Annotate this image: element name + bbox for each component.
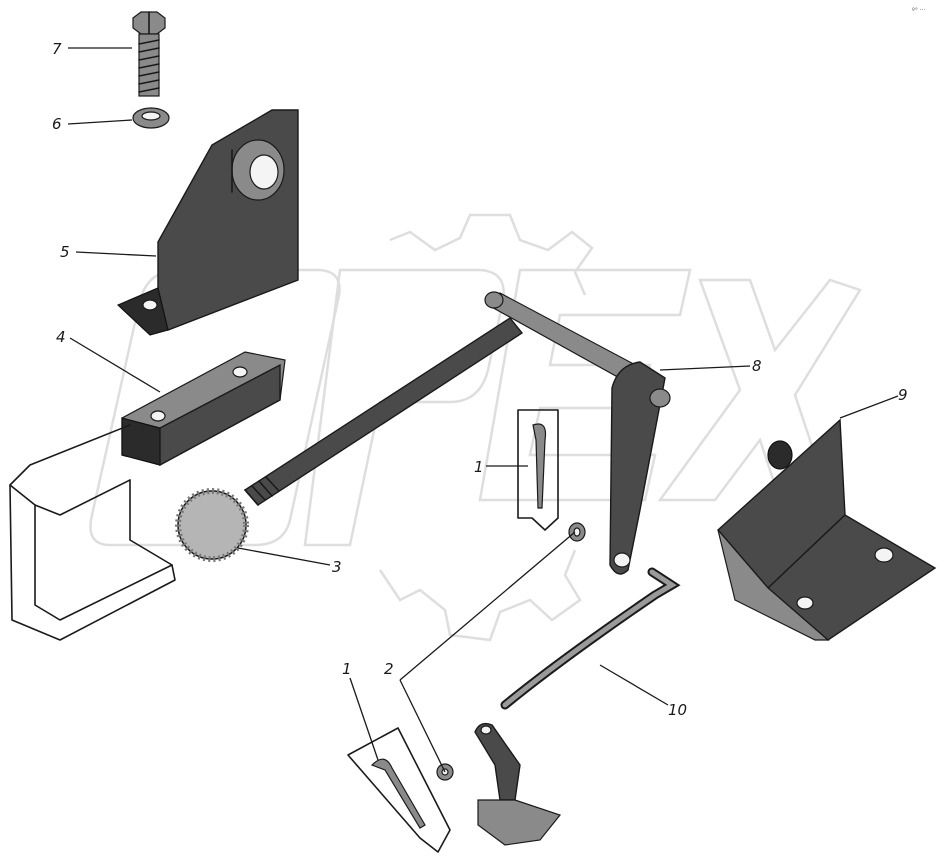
cotter-pin-upper	[517, 409, 559, 531]
corner-mark: º° ···	[912, 7, 926, 14]
pedal-plate	[474, 722, 562, 846]
callout-labels: 7 6 5 4 3 8 9 10 2 1 1	[52, 40, 908, 719]
callout-2: 2	[384, 660, 394, 678]
leader-6	[67, 119, 133, 125]
leader-1b	[349, 677, 379, 761]
channel-bracket	[9, 424, 176, 641]
callout-9: 9	[898, 386, 908, 404]
bolt	[132, 11, 166, 97]
callout-1-upper: 1	[474, 458, 484, 476]
mounting-bracket-upright	[116, 109, 299, 336]
clamp-block	[121, 351, 286, 467]
ball-knob	[175, 488, 249, 562]
washer	[132, 107, 170, 129]
leader-10	[599, 664, 669, 706]
callout-5: 5	[60, 243, 70, 261]
watermark-gear	[378, 213, 594, 642]
callout-6: 6	[52, 115, 62, 133]
callout-7: 7	[52, 40, 62, 58]
watermark-letter-p	[303, 268, 505, 547]
callout-8: 8	[752, 357, 762, 375]
leader-2b	[399, 679, 446, 773]
leader-8	[659, 365, 751, 371]
shaft-lever	[243, 291, 671, 575]
bent-rod	[500, 567, 681, 710]
cotter-pin-lower	[347, 727, 451, 853]
callout-3: 3	[332, 558, 342, 576]
small-washer	[568, 522, 586, 542]
leader-5	[75, 251, 157, 257]
leader-2	[399, 531, 576, 681]
leader-lines	[67, 47, 899, 773]
angle-bracket	[717, 418, 937, 641]
callout-10: 10	[668, 701, 687, 719]
leader-3	[237, 547, 331, 566]
leader-9	[839, 395, 899, 419]
callout-1-lower: 1	[342, 660, 352, 678]
callout-4: 4	[56, 328, 66, 346]
leader-4	[69, 337, 161, 393]
